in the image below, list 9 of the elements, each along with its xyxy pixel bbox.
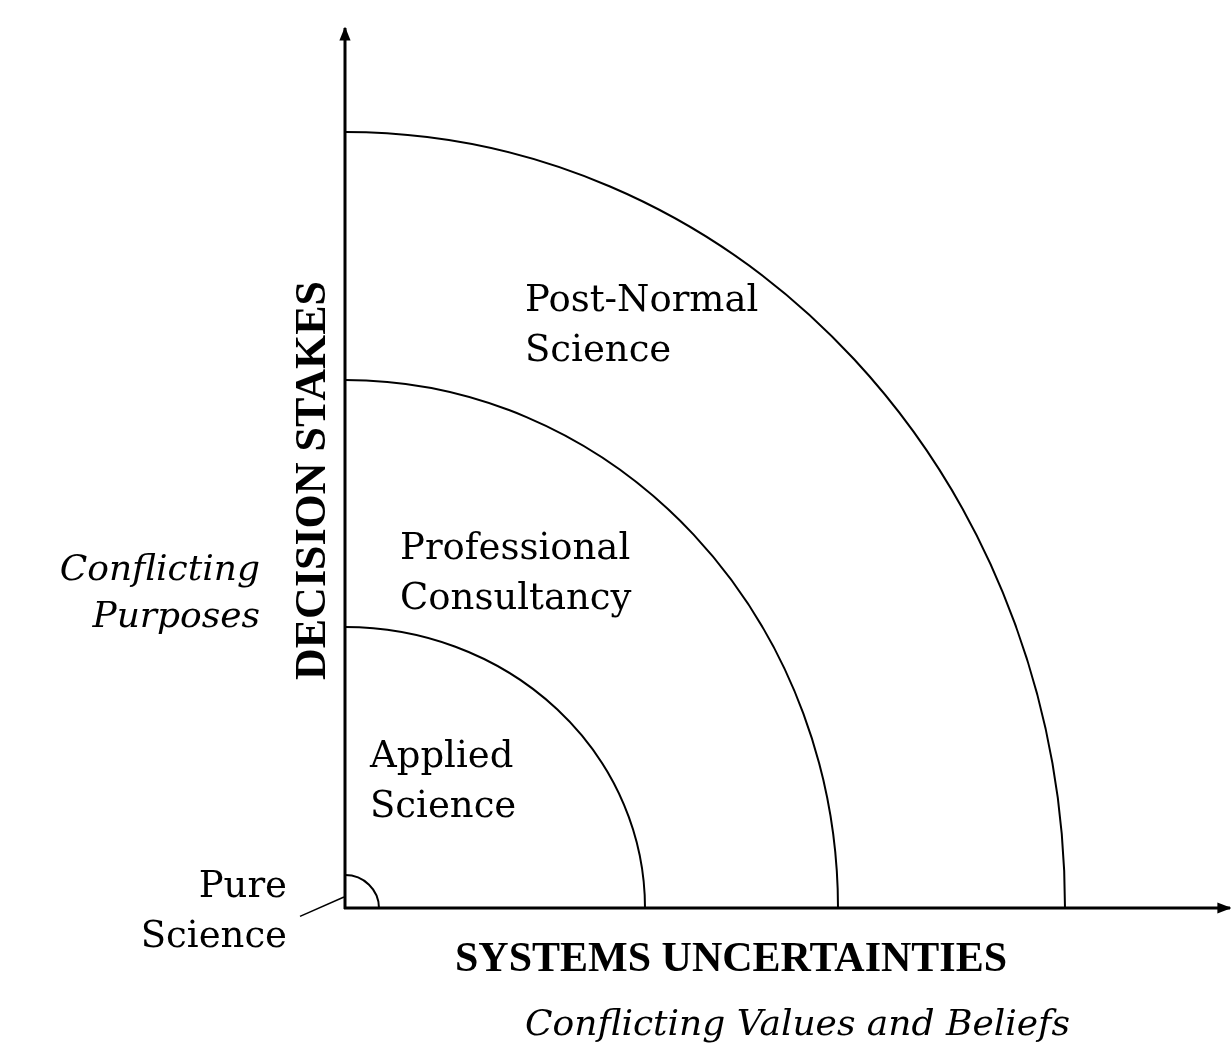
axis-note: Conflicting Purposes bbox=[58, 546, 260, 637]
region-label: Pure Science bbox=[139, 862, 287, 958]
axis-note: Conflicting Values and Beliefs bbox=[525, 1001, 1070, 1045]
region-label: Professional Consultancy bbox=[400, 524, 633, 620]
region-label: Applied Science bbox=[370, 732, 518, 828]
axis-title: SYSTEMS UNCERTAINTIES bbox=[455, 933, 1008, 982]
region-label: Post-Normal Science bbox=[525, 276, 760, 372]
axis-title: DECISION STAKES bbox=[284, 280, 336, 680]
leader-line bbox=[299, 896, 345, 918]
